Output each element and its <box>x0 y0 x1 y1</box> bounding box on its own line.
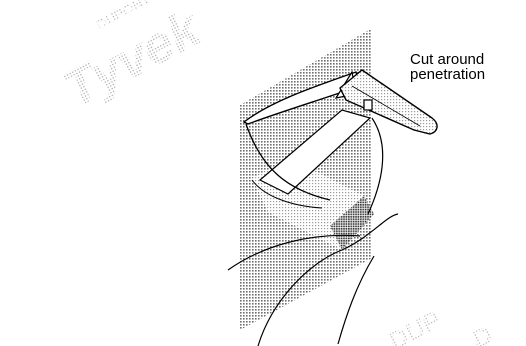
tyvek-watermark-logo: Tyvek DUPONT <box>54 0 212 119</box>
wire-knife <box>367 117 384 215</box>
wire-left <box>227 234 361 271</box>
svg-text:DUP: DUP <box>383 305 446 346</box>
caption-line-1: Cut around <box>410 51 485 68</box>
cut-around-penetration-caption: Cut around penetration <box>410 52 485 82</box>
svg-text:Tyvek: Tyvek <box>54 0 212 119</box>
wire-mid <box>257 249 343 346</box>
penetration-box <box>252 109 374 250</box>
svg-text:D: D <box>467 320 498 346</box>
caption-line-2: penetration <box>410 66 486 83</box>
utility-knife-icon <box>334 69 438 135</box>
wire-right <box>341 213 399 251</box>
wire-bottom <box>337 255 375 345</box>
tyvek-watermark-bottom: DUP D <box>383 305 497 346</box>
